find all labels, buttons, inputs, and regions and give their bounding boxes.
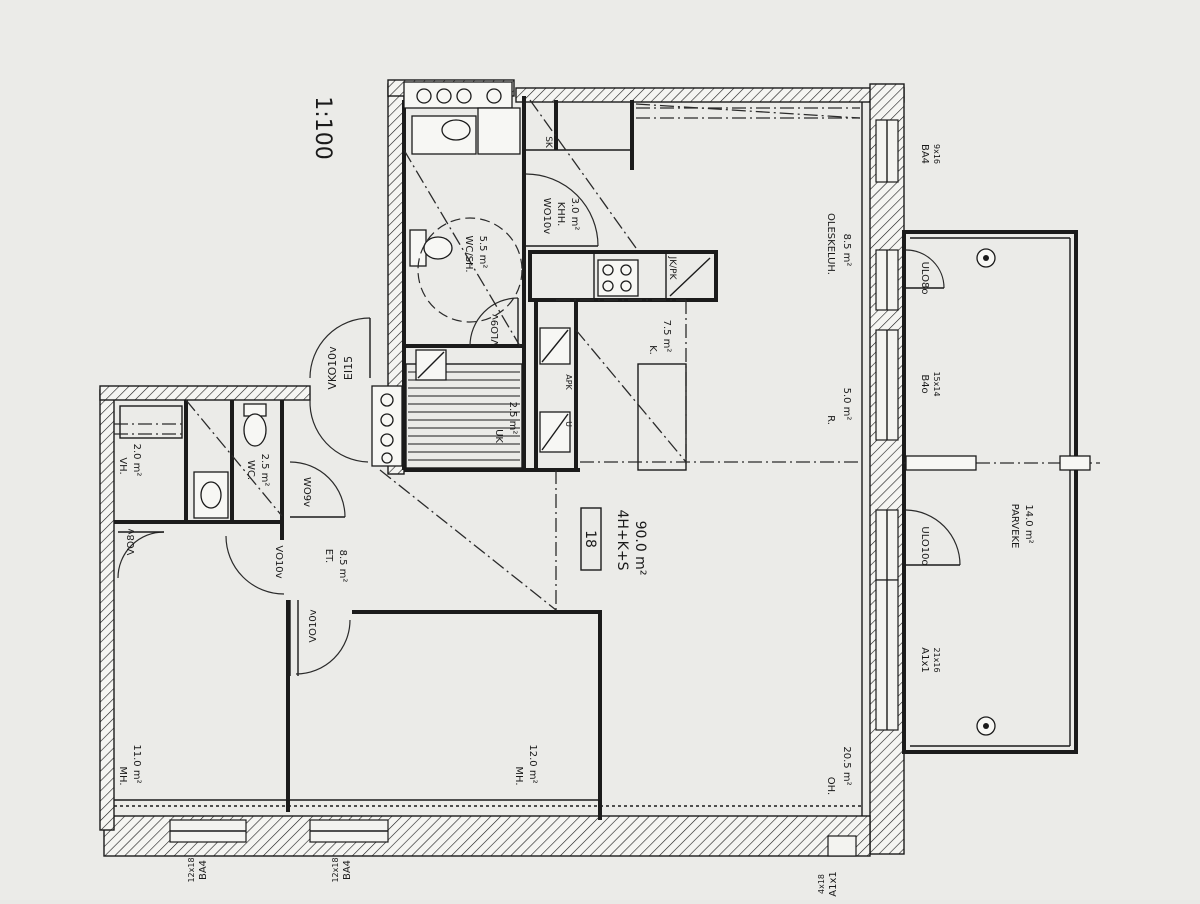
left-wall	[99, 389, 115, 831]
window-ba4-bottom-1-code: BA4	[198, 860, 209, 880]
fixture-apk: APK	[564, 374, 573, 390]
room-mh2-name: MH.	[513, 766, 524, 785]
room-parveke-name: PARVEKE	[1009, 504, 1020, 549]
door-vo10v-b: VO10v	[308, 609, 319, 642]
door-vo8v: VO8v	[126, 529, 137, 556]
door-swings	[117, 173, 599, 675]
apartment-type: 4H+K+S	[614, 510, 630, 571]
window-b4o-size: 15x14	[932, 371, 941, 396]
door-ulo10o: ULO10o	[919, 526, 930, 565]
door-ei15: EI15	[342, 356, 355, 380]
right-wall	[869, 83, 905, 855]
room-wcsh-area: 5.5 m²	[477, 236, 488, 269]
balcony	[902, 230, 1100, 754]
room-et-name: ET.	[323, 549, 334, 563]
room-vh-area: 2.0 m²	[131, 444, 142, 477]
room-k-name: K.	[647, 345, 658, 355]
fixture-u: U	[564, 421, 573, 427]
top-left-fixtures	[371, 81, 513, 467]
room-mh2-area: 12.0 m²	[527, 744, 538, 783]
window-ba4-bottom-2-size: 12x18	[331, 857, 340, 882]
room-oh-name: OH.	[825, 777, 836, 795]
window-b4o-code: B4o	[919, 374, 930, 393]
room-uk-area: 2.5 m²	[507, 402, 518, 435]
bathroom-fixtures	[119, 107, 523, 519]
window-ba4-right-code: BA4	[919, 144, 930, 164]
room-et-area: 8.5 m²	[337, 550, 348, 583]
door-ulo8o: ULO8o	[919, 262, 930, 295]
label-layer: 1:100 18 4H+K+S 90.0 m² OH. 20.5 m² R. 5…	[117, 96, 1034, 896]
window-a1x1-bottom-code: A1x1	[828, 871, 839, 896]
room-k-area: 7.5 m²	[661, 320, 672, 353]
window-a1x1-right-size: 21x16	[932, 647, 941, 672]
room-wcsh-name: WC/SH.	[463, 235, 474, 272]
room-oleskeluh-area: 8.5 m²	[841, 234, 852, 267]
window-a1x1-bottom-size: 4x18	[817, 874, 826, 894]
room-mh1-area: 11.0 m²	[131, 744, 142, 783]
door-vko10v: VKO10v	[326, 346, 339, 390]
bottom-wall	[103, 815, 871, 857]
dash-lines	[114, 99, 862, 611]
apartment-number: 18	[582, 530, 598, 548]
window-ba4-bottom-2-code: BA4	[342, 860, 353, 880]
room-wc-area: 2.5 m²	[259, 454, 270, 487]
apartment-area: 90.0 m²	[632, 521, 648, 576]
window-ba4-right-size: 9x16	[932, 144, 941, 164]
room-khh-name: KHH.	[555, 202, 566, 227]
right-windows	[875, 119, 899, 731]
door-wo9v: WO9v	[301, 477, 312, 507]
room-oh-area: 20.5 m²	[841, 746, 852, 785]
room-parveke-area: 14.0 m²	[1023, 504, 1034, 543]
room-uk-name: UK	[493, 429, 504, 443]
scale-label: 1:100	[310, 96, 335, 159]
room-r-name: R.	[825, 415, 836, 425]
bottom-windows	[169, 819, 857, 857]
door-wo10v: WO10v	[541, 198, 552, 234]
room-oleskeluh-name: OLESKELUH.	[825, 213, 836, 275]
room-r-area: 5.0 m²	[841, 388, 852, 421]
room-wc-name: WC.	[245, 460, 256, 480]
fixture-sk: SK	[543, 136, 553, 149]
room-vh-name: VH.	[117, 457, 128, 474]
kitchen-fixtures	[539, 257, 711, 453]
apartment-number-box	[580, 507, 602, 571]
door-vlo9v: VLO9v	[490, 314, 501, 346]
door-vo10v-a: VO10v	[273, 545, 284, 578]
room-mh1-name: MH.	[117, 766, 128, 785]
window-a1x1-right-code: A1x1	[919, 647, 930, 672]
window-ba4-bottom-1-size: 12x18	[187, 857, 196, 882]
sauna-stairs	[405, 349, 523, 469]
room-khh-area: 3.0 m²	[569, 198, 580, 231]
fixture-jkpk: JK/PK	[667, 256, 677, 281]
